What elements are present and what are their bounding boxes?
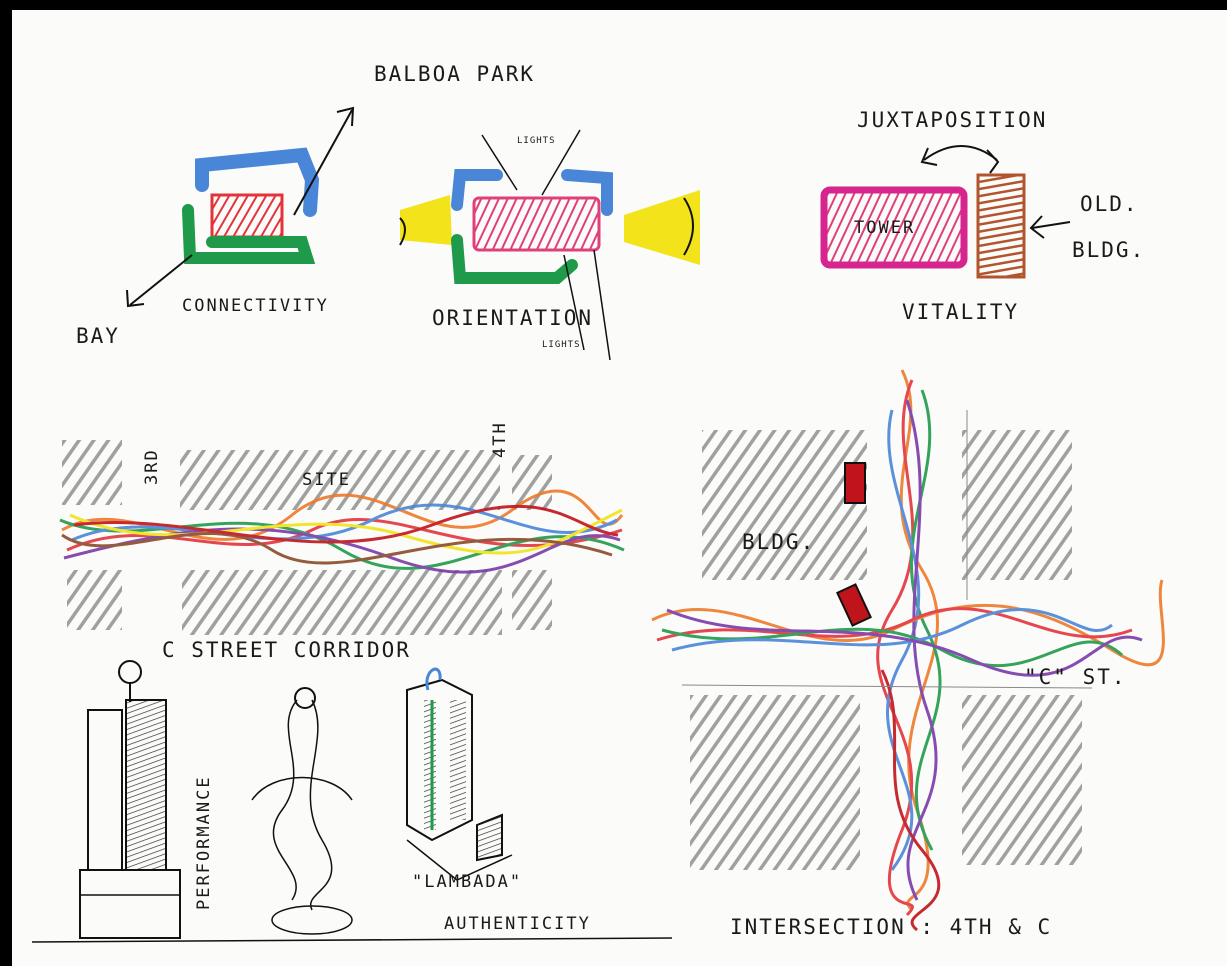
c-street-label: "C" ST. [1024, 665, 1127, 689]
bay-label: BAY [76, 324, 120, 348]
bldg-label: BLDG. [1072, 238, 1145, 262]
orientation-caption: ORIENTATION [432, 306, 593, 330]
juxtaposition-diagram [824, 146, 1070, 277]
bldg-intersection-label: BLDG. [742, 530, 815, 554]
tower-sketches [32, 661, 672, 942]
connectivity-caption: CONNECTIVITY [182, 296, 329, 316]
authenticity-label: AUTHENTICITY [444, 914, 591, 934]
performance-label: PERFORMANCE [194, 775, 214, 910]
fourth-street-label: 4TH [490, 421, 510, 458]
juxtaposition-heading: JUXTAPOSITION [857, 108, 1047, 132]
third-street-label: 3RD [142, 448, 162, 485]
old-label: OLD. [1080, 192, 1139, 216]
vitality-caption: VITALITY [902, 300, 1019, 324]
tower-label: TOWER [854, 218, 915, 238]
connectivity-diagram [127, 108, 353, 306]
site-label: SITE [302, 470, 351, 490]
lights-bottom-label: LIGHTS [542, 340, 581, 350]
lambada-label: "LAMBADA" [412, 872, 522, 892]
balboa-park-label: BALBOA PARK [374, 62, 535, 86]
intersection-diagram [652, 370, 1163, 930]
intersection-caption: INTERSECTION : 4TH & C [730, 915, 1052, 939]
corridor-caption: C STREET CORRIDOR [162, 638, 411, 662]
sketch-sheet: BALBOA PARK BAY CONNECTIVITY LIGHTS ORIE… [12, 10, 1227, 966]
lights-top-label: LIGHTS [517, 136, 556, 146]
